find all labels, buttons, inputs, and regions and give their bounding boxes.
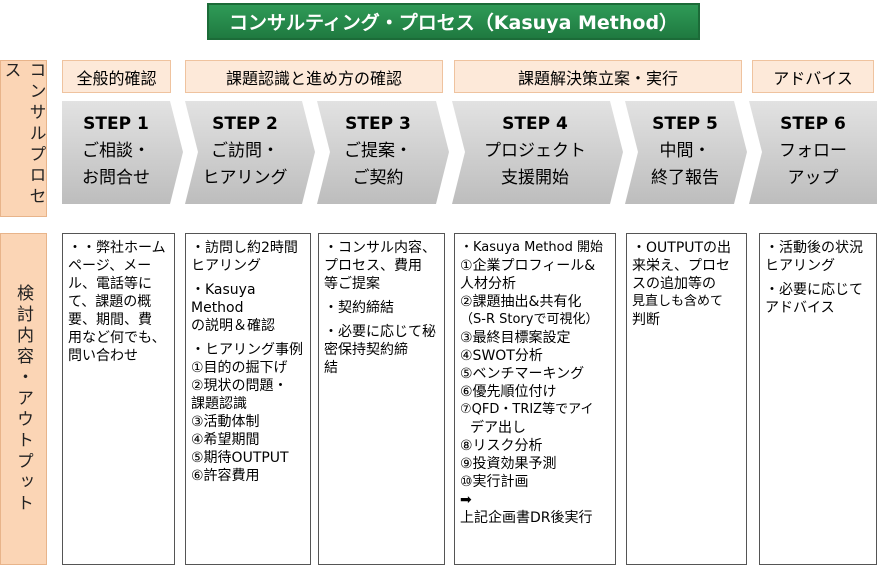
box4-line: 人材分析 [460,276,516,292]
step-2: STEP 2 ご訪問・ ヒアリング [185,101,315,204]
step-4-chevron [452,101,623,204]
box4-line: （S-R Storyで可視化） [460,312,599,327]
phase-issue-recognition: 課題認識と進め方の確認 [185,60,443,93]
step-1: STEP 1 ご相談・ お問合せ [62,101,183,204]
box4-line: ・Kasuya Method 開始 [460,240,603,255]
step-5-chevron [625,101,747,204]
sidebar-review-output: 検討内容・アウトプット [0,233,47,565]
box2-line: の説明＆確認 [191,318,275,334]
box6-line: ・必要に応じて [765,282,863,298]
step-4-line2: 支援開始 [501,168,569,188]
box4-line: ①企業プロフィール& [460,258,596,274]
box2-line: ③活動体制 [191,414,260,430]
step-3-number: STEP 3 [345,114,411,134]
step-1-chevron [62,101,183,204]
box3-line: プロセス、費用 [324,258,422,274]
step-4-line1: プロジェクト [484,141,586,161]
output-box-step6: ・活動後の状況 ヒアリング ・必要に応じて アドバイス [759,233,877,565]
box5-line: 来栄え、プロセ [632,258,730,274]
box6-line: アドバイス [765,300,835,316]
step-2-line2: ヒアリング [202,168,288,188]
box4-line: デア出し [470,420,526,436]
box2-line: ヒアリング [191,258,261,274]
box3-line: ・必要に応じて秘 [324,324,436,340]
box4-line: ④SWOT分析 [460,348,543,364]
phase-advice: アドバイス [752,60,874,93]
output-box-step4: ・Kasuya Method 開始 ①企業プロフィール& 人材分析 ②課題抽出&… [454,233,616,565]
box1-line: て、課題の概 [68,294,152,310]
box5-line: ・OUTPUTの出 [632,240,732,256]
box2-line: ・訪問し約2時間 [191,240,298,256]
box4-line: 上記企画書DR後実行 [460,510,593,526]
step-2-chevron [185,101,315,204]
arrow-right-icon: ➡ [460,492,472,508]
sidebar-label-output: 検討内容・アウトプット [13,283,33,515]
box4-line: ⑦QFD・TRIZ等でアイ [460,402,594,417]
phase-overall-check: 全般的確認 [62,60,171,93]
step-4: STEP 4 プロジェクト 支援開始 [452,101,623,204]
box5-line: 見直しも含めて [632,294,724,309]
step-5-line1: 中間・ [659,141,711,161]
step-6-chevron [749,101,877,204]
step-1-line2: お問合せ [82,168,150,188]
step-6: STEP 6 フォロー アップ [749,101,877,204]
box6-line: ・活動後の状況 [765,240,863,256]
box1-line: 問い合わせ [68,348,138,364]
step-1-number: STEP 1 [83,114,149,134]
box4-line: ⑧リスク分析 [460,438,543,454]
sidebar-consult-process: コンサルプロセス [0,60,47,217]
step-3-line1: ご提案・ [344,141,412,161]
box2-line: ⑥許容費用 [191,468,260,484]
box3-line: 密保持契約締 [324,342,408,358]
box2-line: ・ヒアリング事例 [191,342,303,358]
step-1-line1: ご相談・ [82,141,150,161]
step-6-line2: アップ [787,168,839,188]
box1-line: 要、期間、費 [68,312,152,328]
box2-line: ①目的の掘下げ [191,360,288,376]
page-title: コンサルティング・プロセス（Kasuya Method） [207,3,700,40]
box1-line: ル、電話等に [68,276,152,292]
box4-line: ②課題抽出&共有化 [460,294,582,310]
step-6-line1: フォロー [779,141,847,161]
box2-line: ②現状の問題・ [191,378,288,394]
step-6-number: STEP 6 [780,114,846,134]
box1-line: ・・弊社ホーム [68,240,166,256]
box2-line: ⑤期待OUTPUT [191,450,289,466]
box1-line: ページ、メー [68,258,152,274]
sidebar-label-process: コンサルプロセス [0,61,46,208]
box3-line: 等ご提案 [324,276,380,292]
step-5-line2: 終了報告 [651,168,719,188]
phase-solution-execution: 課題解決策立案・実行 [454,60,742,93]
box2-line: 課題認識 [191,396,247,412]
step-4-number: STEP 4 [502,114,568,134]
step-3-line2: ご契約 [352,168,404,188]
output-box-step3: ・コンサル内容、 プロセス、費用 等ご提案 ・契約締結 ・必要に応じて秘 密保持… [318,233,445,565]
box3-line: 結 [324,360,338,376]
box6-line: ヒアリング [765,258,835,274]
step-3: STEP 3 ご提案・ ご契約 [317,101,449,204]
box5-line: 判断 [632,312,660,328]
step-5: STEP 5 中間・ 終了報告 [625,101,747,204]
step-5-number: STEP 5 [652,114,718,134]
box4-line: ⑩実行計画 [460,474,529,490]
output-box-step1: ・・弊社ホーム ページ、メー ル、電話等に て、課題の概 要、期間、費 用など何… [62,233,175,565]
box3-line: ・コンサル内容、 [324,240,436,256]
box2-line: ④希望期間 [191,432,260,448]
box4-line: ⑥優先順位付け [460,384,557,400]
box4-line: ⑨投資効果予測 [460,456,557,472]
box5-line: スの追加等の [632,276,716,292]
step-2-number: STEP 2 [212,114,278,134]
box1-line: 用など何でも、 [68,330,166,346]
step-2-line1: ご訪問・ [211,141,279,161]
box2-line: ・Kasuya Method [191,282,256,316]
output-box-step5: ・OUTPUTの出 来栄え、プロセ スの追加等の 見直しも含めて 判断 [626,233,747,565]
output-box-step2: ・訪問し約2時間 ヒアリング ・Kasuya Method の説明＆確認 ・ヒア… [185,233,311,565]
box4-line: ③最終目標案設定 [460,330,571,346]
box3-line: ・契約締結 [324,300,394,316]
box4-line: ⑤ベンチマーキング [460,366,585,382]
step-3-chevron [317,101,449,204]
